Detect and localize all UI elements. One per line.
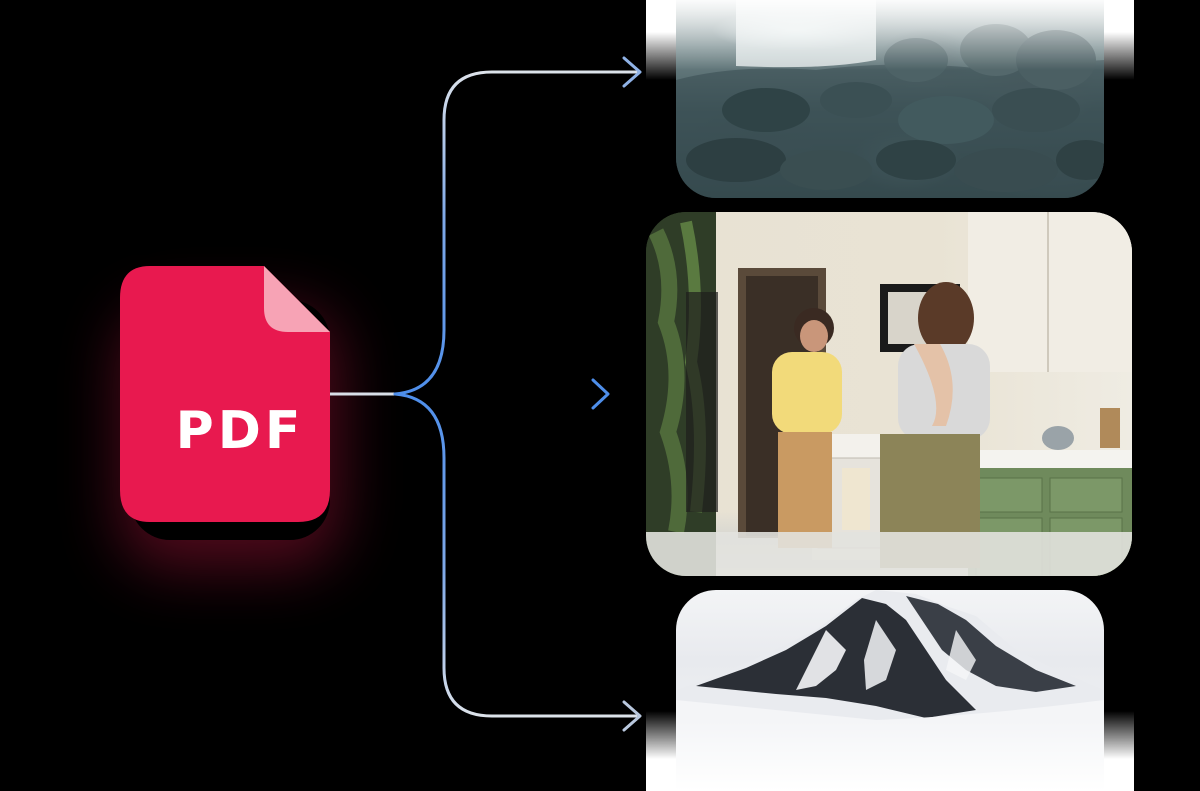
pdf-label: PDF (176, 401, 305, 461)
snowy-mountain-image (676, 590, 1104, 791)
arrowhead-bottom (622, 700, 642, 732)
kitchen-illustration (646, 212, 1132, 576)
arrowhead-middle (591, 378, 610, 410)
waterfall-rocks-image (676, 0, 1104, 198)
arrowhead-top (622, 56, 642, 88)
kitchen-scene-image (646, 212, 1132, 576)
connector-top-branch (393, 70, 638, 396)
connector-bottom-branch (393, 392, 638, 718)
rocks-illustration (676, 0, 1104, 198)
pdf-file-icon: PDF (120, 266, 330, 522)
pdf-file-fold (264, 266, 330, 332)
mountain-illustration (676, 590, 1104, 791)
